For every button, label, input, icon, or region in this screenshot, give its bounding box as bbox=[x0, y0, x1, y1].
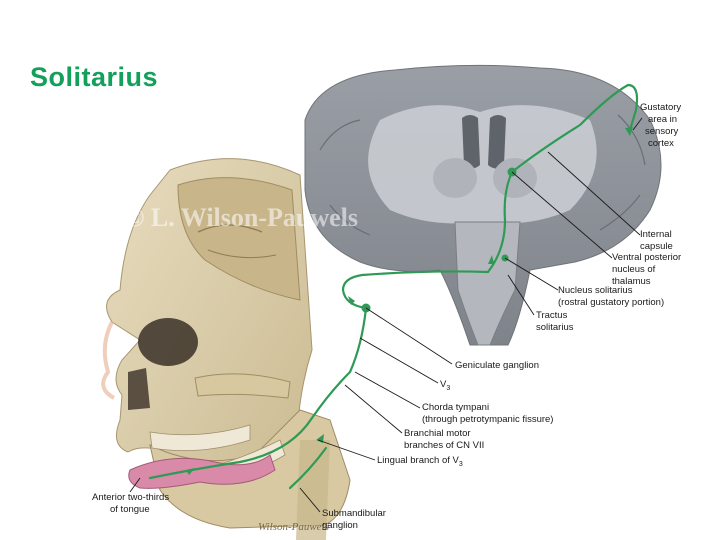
svg-text:area in: area in bbox=[648, 114, 677, 125]
pathway-ganglion-loop bbox=[341, 270, 490, 310]
nucleus-solitarius-label: Nucleus solitarius (rostral gustatory po… bbox=[558, 285, 664, 308]
leader-chorda bbox=[354, 371, 421, 409]
lingual-branch-label: Lingual branch of V3 bbox=[377, 455, 463, 468]
chorda-tympani-label: Chorda tympani (through petrotympanic fi… bbox=[422, 402, 553, 425]
svg-text:(through petrotympanic fissure: (through petrotympanic fissure) bbox=[422, 414, 553, 425]
leader-anterior-tongue bbox=[129, 477, 141, 493]
svg-text:cortex: cortex bbox=[648, 138, 674, 149]
svg-text:Ventral posterior: Ventral posterior bbox=[612, 252, 681, 263]
svg-text:sensory: sensory bbox=[645, 126, 679, 137]
leader-branchial-motor bbox=[344, 384, 403, 434]
gustatory-pathway bbox=[148, 83, 639, 490]
pathway-thalamus-to-cortex bbox=[510, 83, 639, 174]
branchial-motor-label: Branchial motor branches of CN VII bbox=[404, 428, 484, 451]
pathway-tongue-to-chorda bbox=[148, 416, 314, 480]
pathway-chorda-to-ganglion bbox=[310, 306, 368, 420]
leader-nucleus-solitarius bbox=[504, 257, 559, 291]
watermark-text: © L. Wilson-Pauwels bbox=[125, 203, 358, 232]
leader-lines bbox=[129, 117, 643, 513]
svg-text:Branchial motor: Branchial motor bbox=[404, 428, 471, 439]
svg-text:Gustatory: Gustatory bbox=[640, 102, 681, 113]
svg-text:branches of CN VII: branches of CN VII bbox=[404, 440, 484, 451]
svg-text:nucleus of: nucleus of bbox=[612, 264, 656, 275]
gustatory-area-label: Gustatory area in sensory cortex bbox=[640, 102, 681, 149]
submandibular-ganglion-label: Submandibular ganglion bbox=[322, 508, 386, 531]
svg-text:thalamus: thalamus bbox=[612, 276, 651, 287]
page-title: Solitarius bbox=[30, 62, 159, 92]
ventral-posterior-label: Ventral posterior nucleus of thalamus bbox=[612, 252, 681, 287]
brain-section-illustration bbox=[304, 64, 662, 346]
leader-ventral-posterior bbox=[511, 171, 613, 259]
internal-capsule-label: Internal capsule bbox=[640, 229, 673, 252]
leader-v3 bbox=[359, 337, 439, 384]
geniculate-ganglion-label: Geniculate ganglion bbox=[455, 360, 539, 371]
svg-text:(rostral gustatory portion): (rostral gustatory portion) bbox=[558, 297, 664, 308]
svg-text:ganglion: ganglion bbox=[322, 520, 358, 531]
artist-signature: Wilson-Pauwels bbox=[258, 521, 329, 533]
pathway-lingual bbox=[288, 446, 328, 490]
leader-submandibular bbox=[299, 487, 321, 513]
pathway-brainstem-ascend bbox=[486, 170, 514, 274]
leader-gustatory bbox=[632, 117, 643, 131]
svg-text:Nucleus solitarius: Nucleus solitarius bbox=[558, 285, 633, 296]
svg-text:Submandibular: Submandibular bbox=[322, 508, 386, 519]
leader-geniculate bbox=[365, 307, 453, 365]
svg-text:Internal: Internal bbox=[640, 229, 672, 240]
svg-text:of tongue: of tongue bbox=[110, 504, 150, 515]
svg-text:capsule: capsule bbox=[640, 241, 673, 252]
svg-text:solitarius: solitarius bbox=[536, 322, 574, 333]
leader-internal-capsule bbox=[547, 151, 641, 236]
svg-text:Chorda tympani: Chorda tympani bbox=[422, 402, 489, 413]
leader-lingual bbox=[317, 439, 376, 461]
v3-label: V3 bbox=[440, 379, 450, 392]
pathway-arrows bbox=[186, 127, 633, 475]
leader-tractus-solitarius bbox=[507, 274, 535, 316]
svg-text:Tractus: Tractus bbox=[536, 310, 568, 321]
skull-illustration bbox=[101, 158, 351, 540]
svg-text:Anterior two-thirds: Anterior two-thirds bbox=[92, 492, 169, 503]
tractus-solitarius-label: Tractus solitarius bbox=[536, 310, 574, 333]
anterior-tongue-label: Anterior two-thirds of tongue bbox=[92, 492, 169, 515]
